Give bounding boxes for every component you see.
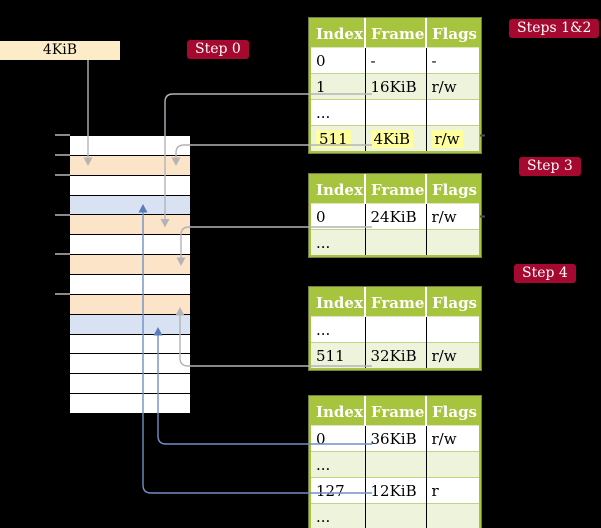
col-header-index: Index [310,175,365,204]
col-header-flags: Flags [425,175,480,204]
table-cell: 0 [310,425,365,452]
table-cell [425,229,480,256]
table-row: ... [310,99,480,126]
table-cell: 16KiB [364,73,426,100]
col-header-flags: Flags [425,397,480,426]
table-cell: r/w [425,425,480,452]
col-header-frame: Frame [364,397,426,426]
memory-frame-row [70,294,190,315]
table-cell [425,316,480,343]
table-cell: ... [310,99,365,126]
table-cell: 12KiB [364,477,426,504]
address-tick [55,134,70,136]
table-cell [425,99,480,126]
table-row: ... [310,229,480,256]
table-row: 511 4KiB r/w [310,125,480,152]
col-header-flags: Flags [425,288,480,317]
col-header-index: Index [310,397,365,426]
col-header-frame: Frame [364,288,426,317]
table-cell: ... [310,503,365,528]
address-tick [55,154,70,156]
table-cell: r/w [425,125,480,152]
label-steps-1-2: Steps 1&2 [509,19,600,38]
table-row: ... [310,503,480,528]
table-cell: 127 [310,477,365,504]
table-cell: 4KiB [364,125,426,152]
table-cell: r/w [425,203,480,230]
table-cell [425,503,480,528]
table-cell: 0 [310,47,365,74]
table-row: 0-- [310,47,480,74]
col-header-index: Index [310,19,365,48]
table-header-row: Index Frame Flags [310,175,480,204]
table-cell: 511 [310,342,365,369]
table-header-row: Index Frame Flags [310,288,480,317]
memory-frame-row [70,136,190,156]
label-step-3: Step 3 [519,157,581,176]
memory-frame-row [70,374,190,395]
memory-frame-row [70,314,190,335]
address-tick [55,253,70,255]
memory-frame-row [70,215,190,236]
memory-frame-row [70,175,190,196]
table-cell [425,451,480,478]
address-tick [55,214,70,216]
memory-frame-row [70,235,190,256]
free-frame-label: 4KiB [42,42,78,58]
table-cell [364,503,426,528]
table-cell: r/w [425,73,480,100]
memory-frame-row [70,394,190,415]
col-header-frame: Frame [364,175,426,204]
col-header-frame: Frame [364,19,426,48]
physical-memory-column [70,135,190,415]
memory-frame-row [70,354,190,375]
memory-frame-row [70,334,190,355]
table-cell: ... [310,451,365,478]
table-cell [364,99,426,126]
table-cell [364,451,426,478]
free-frame-box: 4KiB [0,41,120,60]
table-row: ... [310,451,480,478]
table-cell: 32KiB [364,342,426,369]
highlighted-value: r/w [431,129,463,148]
table-cell: 0 [310,203,365,230]
address-tick [55,174,70,176]
table-header-row: Index Frame Flags [310,397,480,426]
table-cell: r [425,477,480,504]
table-cell: 1 [310,73,365,100]
highlighted-value: 511 [316,129,351,148]
table-cell [364,316,426,343]
table-header-row: Index Frame Flags [310,19,480,48]
address-tick [55,293,70,295]
highlighted-value: 4KiB [370,129,414,148]
label-step-4: Step 4 [514,264,576,283]
memory-frame-row [70,195,190,216]
table-cell: - [425,47,480,74]
table-row: ... [310,316,480,343]
table-cell: ... [310,316,365,343]
table-cell: 511 [310,125,365,152]
col-header-flags: Flags [425,19,480,48]
table-cell: 24KiB [364,203,426,230]
table-cell: 36KiB [364,425,426,452]
table-cell: - [364,47,426,74]
memory-frame-row [70,155,190,176]
memory-frame-row [70,255,190,276]
col-header-index: Index [310,288,365,317]
memory-frame-row [70,275,190,295]
label-step-0: Step 0 [187,40,249,59]
table-cell [364,229,426,256]
table-cell: ... [310,229,365,256]
table-cell: r/w [425,342,480,369]
